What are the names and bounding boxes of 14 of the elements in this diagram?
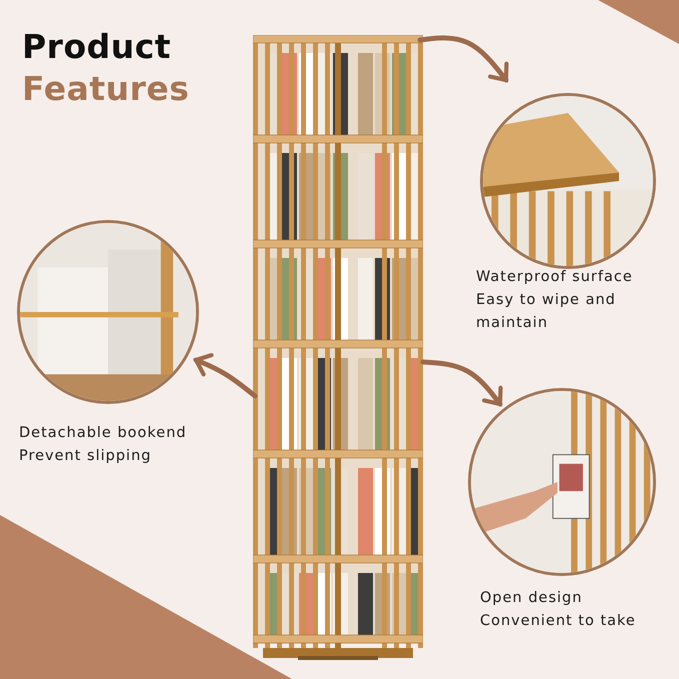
feature-caption: Detachable bookend [19, 424, 188, 443]
feature-caption: Waterproof surface [476, 268, 634, 287]
feature-caption: Easy to wipe and maintain [476, 291, 617, 333]
curved-arrow [418, 35, 509, 82]
curved-arrow [194, 353, 258, 398]
title: Product Features [22, 26, 190, 110]
bookshelf-drawing [253, 35, 423, 660]
feature-caption: Prevent slipping [19, 447, 152, 466]
detail-photo-drawing [480, 93, 656, 269]
feature-caption: Convenient to take [480, 612, 637, 631]
detail-photo-drawing [468, 388, 656, 576]
detail-photo-drawing [17, 220, 199, 404]
feature-caption: Open design [480, 589, 584, 608]
curved-arrow [420, 360, 503, 406]
